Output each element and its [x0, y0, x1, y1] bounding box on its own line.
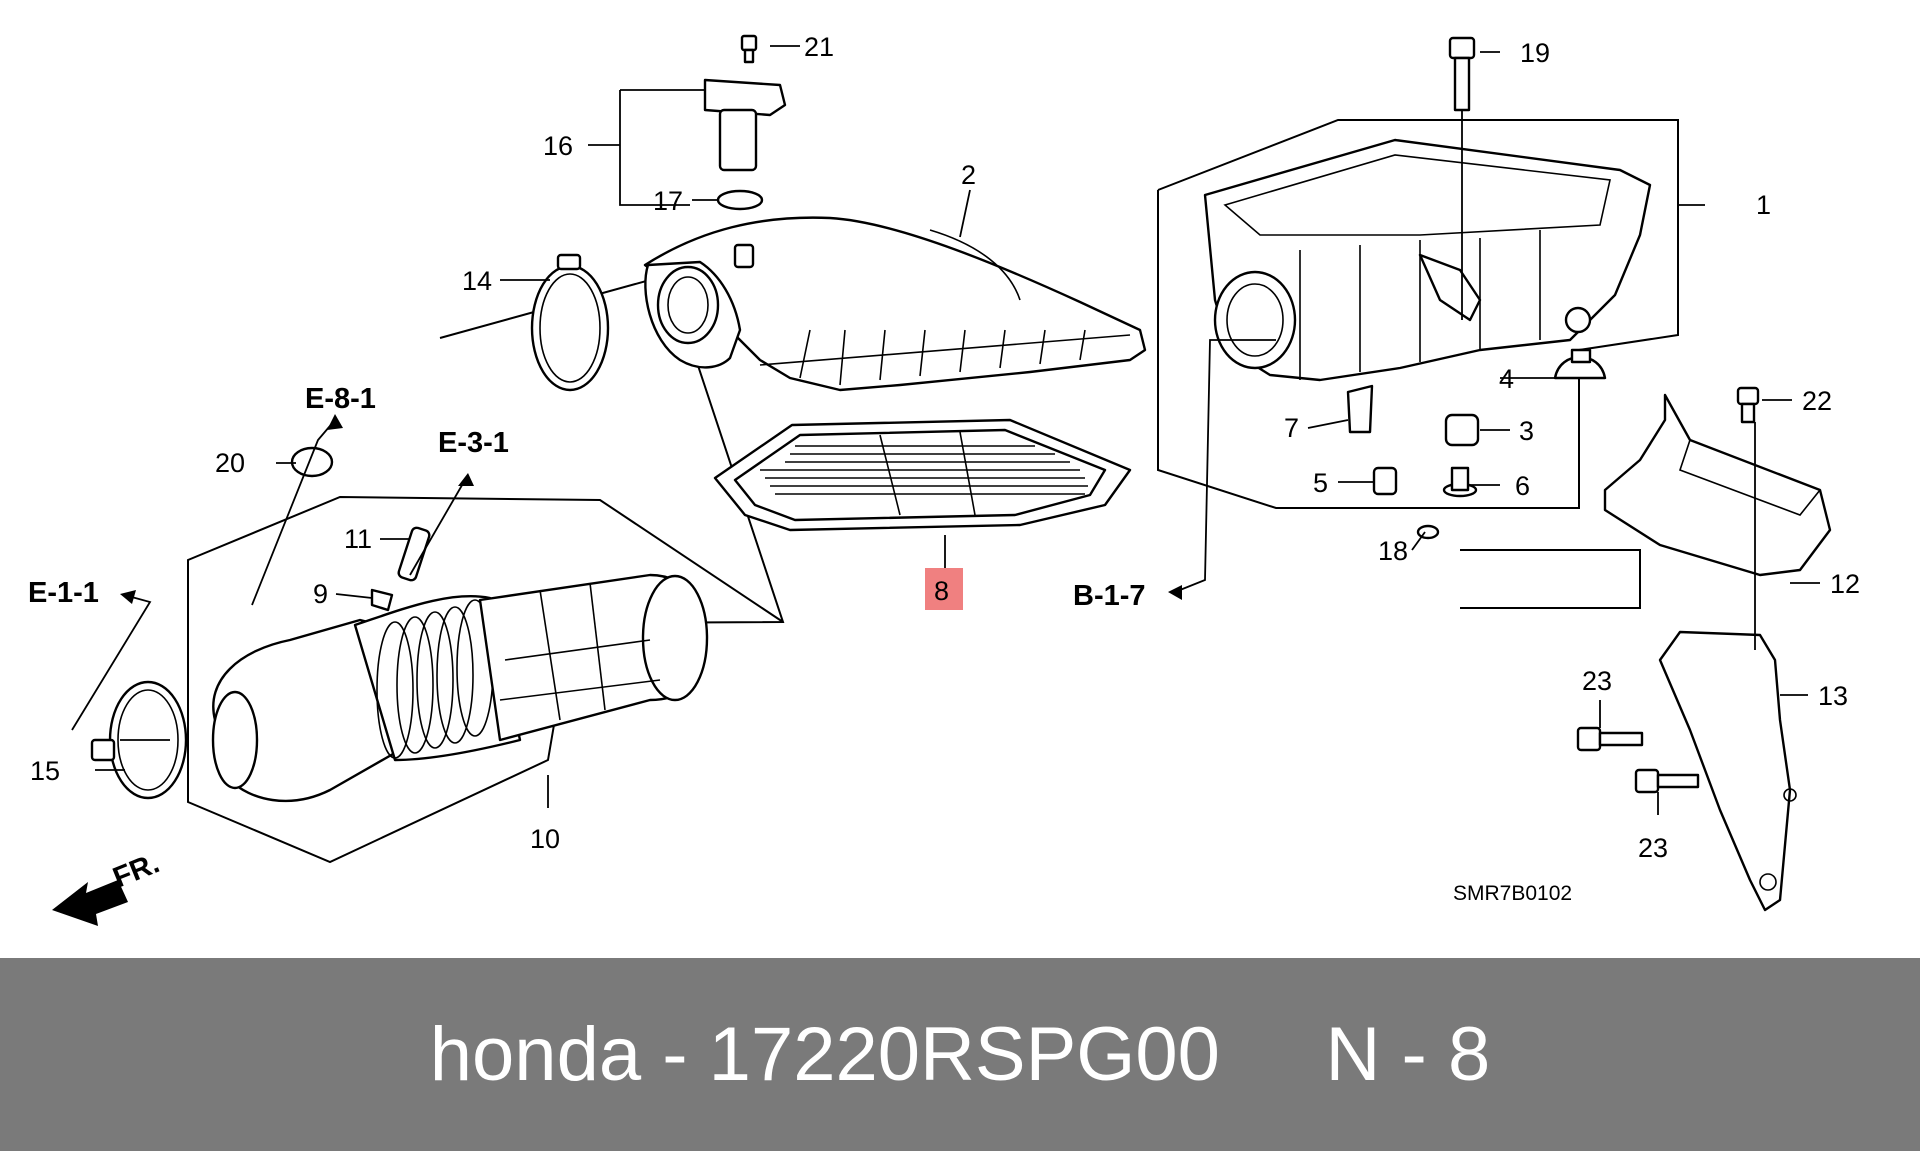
airflow-sensor [703, 78, 787, 172]
bolt-21 [740, 34, 758, 64]
callout-18: 18 [1378, 536, 1408, 566]
callout-17: 17 [653, 186, 683, 216]
air-cleaner-element [713, 418, 1132, 532]
callout-4: 4 [1499, 364, 1514, 394]
mounting-bracket-12 [1603, 393, 1832, 577]
grommet-5 [1372, 466, 1398, 496]
exploded-parts-diagram: FR. 1 2 3 4 5 6 7 8 9 10 11 12 13 14 15 … [28, 32, 1860, 926]
bolt-22 [1736, 386, 1760, 424]
callout-23-upper: 23 [1582, 666, 1612, 696]
ref-e-3-1: E-3-1 [438, 427, 509, 459]
front-direction-arrow: FR. [52, 847, 164, 926]
reference-codes: E-8-1 E-3-1 E-1-1 B-1-7 [28, 383, 1146, 612]
callout-20: 20 [215, 448, 245, 478]
tube-11 [397, 526, 431, 582]
clamp-20 [290, 446, 334, 478]
callout-8: 8 [934, 576, 949, 606]
diagram-code: SMR7B0102 [1453, 882, 1572, 905]
callout-11: 11 [344, 524, 372, 554]
o-ring [716, 189, 764, 211]
footer-part-number: 17220RSPG00 [708, 1012, 1220, 1097]
footer-bar: honda - 17220RSPG00 N - 8 [0, 958, 1920, 1151]
callout-3: 3 [1519, 416, 1534, 446]
callout-19: 19 [1520, 38, 1550, 68]
intake-duct [211, 573, 709, 803]
reference-arrows [120, 414, 1182, 604]
highlight-box [925, 568, 963, 610]
callout-15: 15 [30, 756, 60, 786]
air-cleaner-case [1203, 138, 1652, 382]
grommet-3 [1444, 413, 1480, 447]
callout-2: 2 [961, 160, 976, 190]
bolt-23-lower [1634, 768, 1700, 794]
group-outline-bracket [1460, 549, 1641, 609]
front-label: FR. [109, 847, 164, 894]
callout-6: 6 [1515, 471, 1530, 501]
callout-13: 13 [1818, 681, 1848, 711]
callout-10: 10 [530, 824, 560, 854]
callout-16: 16 [543, 131, 573, 161]
collar-6 [1442, 466, 1478, 498]
group-outline-intake-assembly [187, 273, 785, 864]
callout-7: 7 [1284, 413, 1299, 443]
footer-brand: honda [429, 1012, 642, 1097]
footer-position: N - 8 [1325, 1012, 1491, 1097]
footer-caption: honda - 17220RSPG00 N - 8 [0, 958, 1920, 1151]
callout-21: 21 [804, 32, 834, 62]
leader-lines [71, 45, 1820, 815]
ref-e-1-1: E-1-1 [28, 577, 99, 609]
mounting-bracket-13 [1658, 630, 1797, 912]
callout-5: 5 [1313, 468, 1328, 498]
callout-9: 9 [313, 579, 328, 609]
callout-23-lower: 23 [1638, 833, 1668, 863]
callout-numbers: 1 2 3 4 5 6 7 8 9 10 11 12 13 14 15 16 1… [30, 32, 1860, 863]
ref-e-8-1: E-8-1 [305, 383, 376, 415]
clip-9 [370, 588, 394, 612]
callout-1: 1 [1756, 190, 1771, 220]
bolt-19 [1448, 36, 1476, 320]
clip-7 [1346, 384, 1374, 434]
ref-b-1-7: B-1-7 [1073, 580, 1146, 612]
callout-22: 22 [1802, 386, 1832, 416]
callout-12: 12 [1830, 569, 1860, 599]
grommet-4 [1553, 348, 1607, 380]
air-cleaner-cover [643, 216, 1147, 392]
callout-14: 14 [462, 266, 492, 296]
hose-clamp-14 [530, 253, 610, 392]
footer-separator: - [662, 1012, 688, 1097]
bolt-23-upper [1576, 726, 1644, 752]
